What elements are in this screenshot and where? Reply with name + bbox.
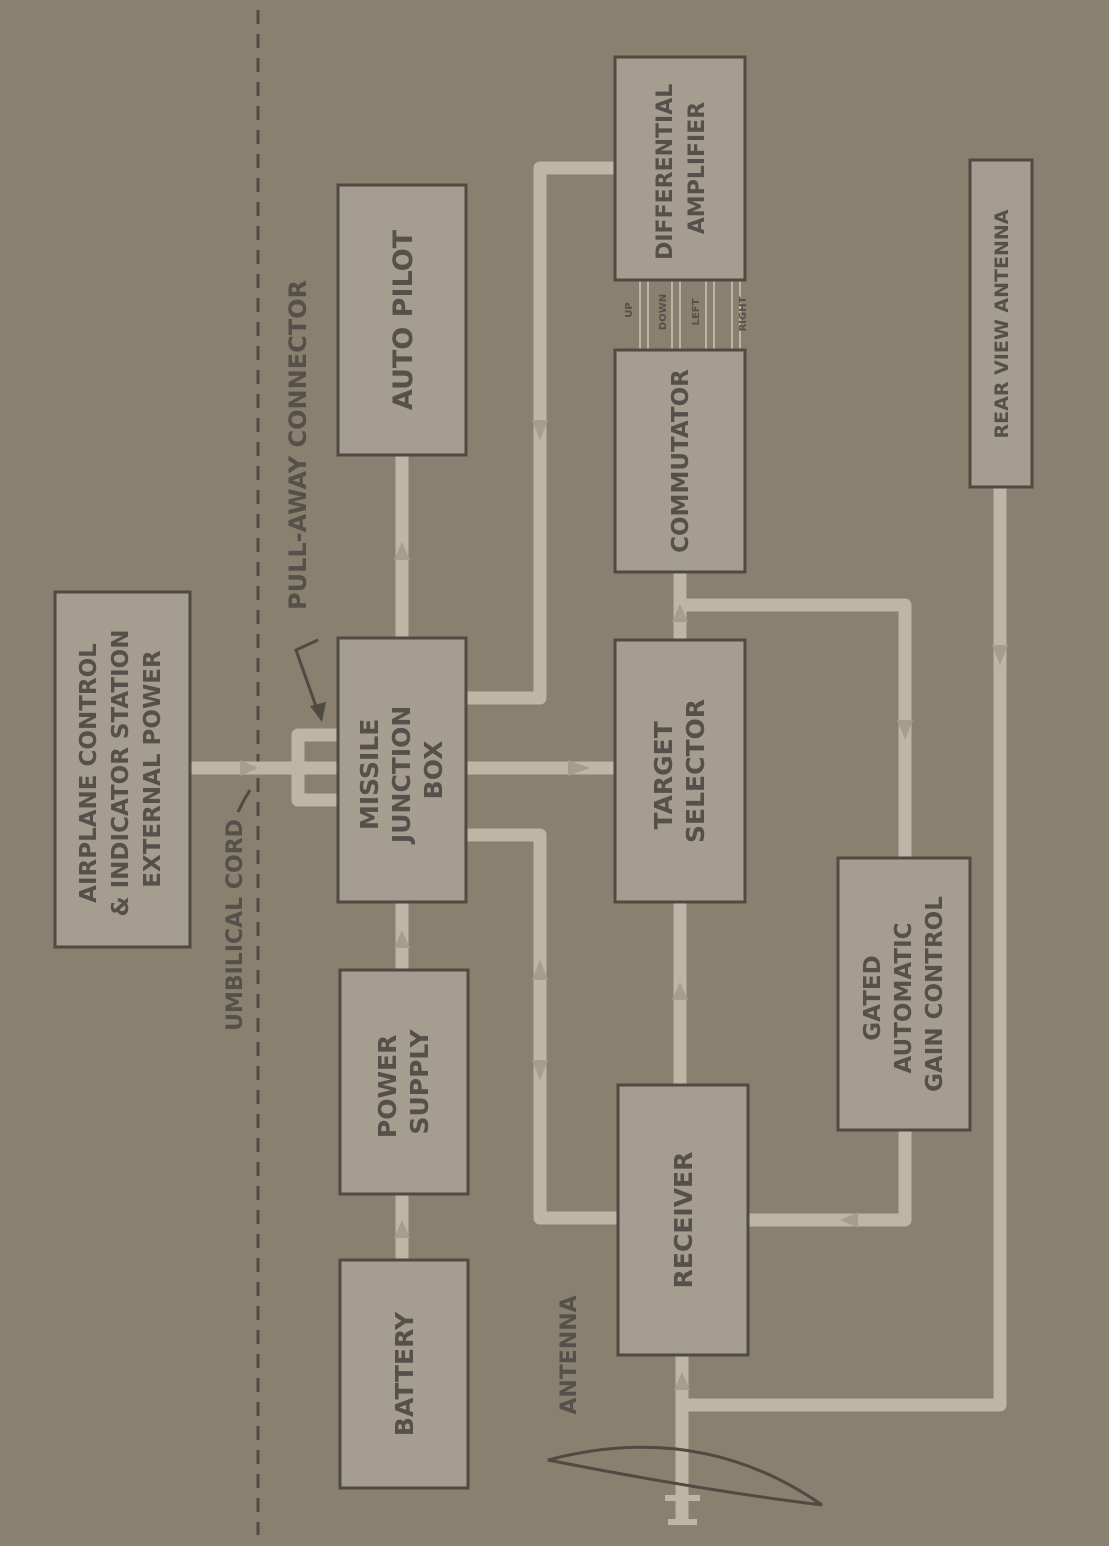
flow-arrows — [240, 420, 1008, 1390]
receiver-label: RECEIVER — [669, 1152, 698, 1289]
auto-pilot-label: AUTO PILOT — [388, 229, 419, 410]
airplane-control-label: AIRPLANE CONTROL & INDICATOR STATION EXT… — [76, 622, 166, 917]
arrow-to-junction-from-power — [394, 930, 410, 948]
pull-away-pointer-line — [294, 638, 320, 713]
arrow-rear-antenna-down — [992, 645, 1008, 665]
commutator-block — [613, 348, 747, 574]
line-agc-to-selector-bus — [680, 598, 912, 858]
arrow-junction-down — [532, 420, 548, 440]
arrow-umbilical — [240, 760, 258, 776]
antenna-dish — [547, 1445, 823, 1525]
arrow-to-power-from-battery — [394, 1220, 410, 1238]
arrow-to-receiver — [840, 1212, 858, 1228]
arrow-to-autopilot — [394, 542, 410, 560]
rear-view-antenna-block — [968, 158, 1034, 489]
umbilical-cord-label: UMBILICAL CORD — [223, 819, 248, 1031]
target-selector-block — [613, 638, 747, 904]
pull-away-pointer-head — [310, 702, 326, 722]
arrow-antenna-up — [674, 1372, 690, 1390]
missile-junction-box-label: MISSILE JUNCTION BOX — [355, 697, 448, 845]
free-labels: PULL-AWAY CONNECTOR UMBILICAL CORD ANTEN… — [223, 280, 749, 1415]
pull-away-connector-label: PULL-AWAY CONNECTOR — [284, 280, 312, 610]
line-junction-to-receiver — [466, 828, 618, 1225]
battery-block — [338, 1258, 470, 1490]
airplane-control-block — [53, 590, 192, 949]
target-selector-label: TARGET SELECTOR — [649, 699, 710, 843]
arrow-junction-down-2 — [532, 1060, 548, 1080]
block-labels: AIRPLANE CONTROL & INDICATOR STATION EXT… — [76, 76, 1013, 1436]
pull-away-pointer — [294, 638, 326, 722]
antenna-reflector — [547, 1445, 823, 1507]
channel-down-label: DOWN — [658, 294, 669, 330]
arrow-to-commutator — [672, 604, 688, 622]
gated-agc-label: GATED AUTOMATIC GAIN CONTROL — [860, 896, 948, 1092]
line-pullaway-connector — [291, 728, 338, 807]
antenna-label: ANTENNA — [557, 1295, 582, 1414]
battery-label: BATTERY — [390, 1311, 419, 1436]
arrow-agc-down — [897, 720, 913, 740]
receiver-block — [616, 1083, 750, 1357]
differential-amplifier-block — [613, 55, 747, 282]
gated-agc-block — [836, 856, 972, 1132]
differential-amplifier-label: DIFFERENTIAL AMPLIFIER — [653, 76, 710, 260]
rear-view-antenna-label: REAR VIEW ANTENNA — [991, 209, 1013, 438]
umbilical-pointer — [236, 789, 252, 813]
arrow-to-target-selector — [568, 760, 590, 776]
power-supply-block — [338, 968, 470, 1196]
line-agc-to-receiver — [748, 1130, 912, 1227]
channel-left-label: LEFT — [691, 298, 702, 325]
blocks — [53, 55, 1034, 1490]
power-supply-label: POWER SUPPLY — [373, 1026, 434, 1138]
commutator-label: COMMUTATOR — [668, 369, 694, 553]
line-rear-antenna-feed — [682, 487, 1007, 1412]
arrow-junction-up — [532, 960, 548, 980]
channel-up-label: UP — [624, 302, 635, 317]
auto-pilot-block — [336, 183, 468, 457]
channel-lines — [639, 280, 741, 350]
channel-right-label: RIGHT — [738, 296, 749, 331]
missile-junction-box-block — [336, 636, 468, 904]
arrow-receiver-up — [672, 982, 688, 1000]
